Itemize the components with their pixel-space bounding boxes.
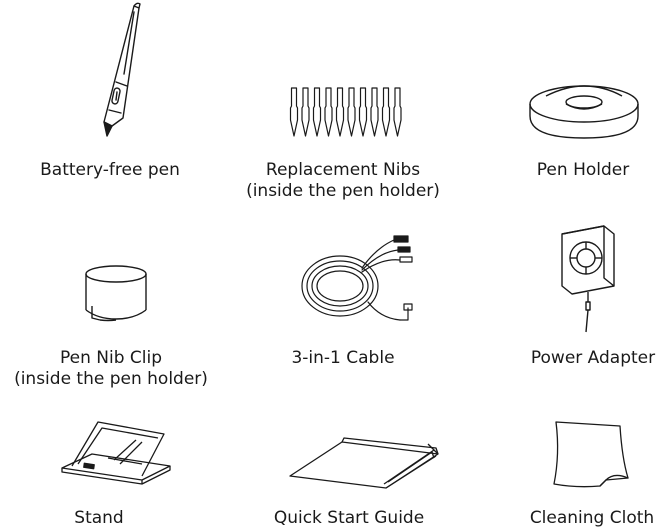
- nib-shape: [291, 88, 298, 136]
- caption-line: Cleaning Cloth: [529, 508, 655, 528]
- nib-shape: [360, 88, 367, 136]
- caption-line: Pen Holder: [536, 160, 630, 180]
- three-in-one-cable-icon: [296, 228, 418, 328]
- nib-shape: [302, 88, 309, 136]
- stand-icon: [58, 418, 176, 490]
- item-caption: Pen Holder: [537, 160, 629, 181]
- item-caption: 3-in-1 Cable: [291, 348, 394, 369]
- replacement-nibs-icon: [288, 86, 408, 138]
- item-caption: Power Adapter: [531, 348, 655, 369]
- item-caption: Stand: [74, 508, 123, 529]
- caption-line: Stand: [74, 508, 124, 528]
- cleaning-cloth-icon: [552, 418, 632, 490]
- nib-shape: [383, 88, 390, 136]
- pen-holder-icon: [526, 82, 642, 142]
- nib-shape: [314, 88, 321, 136]
- caption-line: Power Adapter: [530, 348, 656, 368]
- stylus-pen-icon: [90, 0, 150, 142]
- caption-line-2: (inside the pen holder): [14, 369, 208, 389]
- nib-clip-icon: [78, 262, 154, 324]
- item-caption: Replacement Nibs (inside the pen holder): [246, 160, 440, 202]
- item-caption: Quick Start Guide: [274, 508, 424, 529]
- caption-line-2: (inside the pen holder): [246, 181, 440, 201]
- power-adapter-icon: [556, 222, 620, 334]
- quick-start-guide-icon: [288, 432, 440, 492]
- nib-shape: [337, 88, 344, 136]
- caption-line: Battery-free pen: [40, 160, 180, 180]
- nib-shape: [348, 88, 355, 136]
- caption-line-1: Replacement Nibs: [265, 160, 421, 180]
- item-caption: Pen Nib Clip (inside the pen holder): [14, 348, 208, 390]
- caption-line-1: Pen Nib Clip: [59, 348, 163, 368]
- caption-line: Quick Start Guide: [273, 508, 425, 528]
- item-caption: Cleaning Cloth: [530, 508, 654, 529]
- nib-shape: [394, 88, 401, 136]
- nib-shape: [325, 88, 332, 136]
- nib-shape: [371, 88, 378, 136]
- caption-line: 3-in-1 Cable: [291, 348, 395, 368]
- item-caption: Battery-free pen: [40, 160, 180, 181]
